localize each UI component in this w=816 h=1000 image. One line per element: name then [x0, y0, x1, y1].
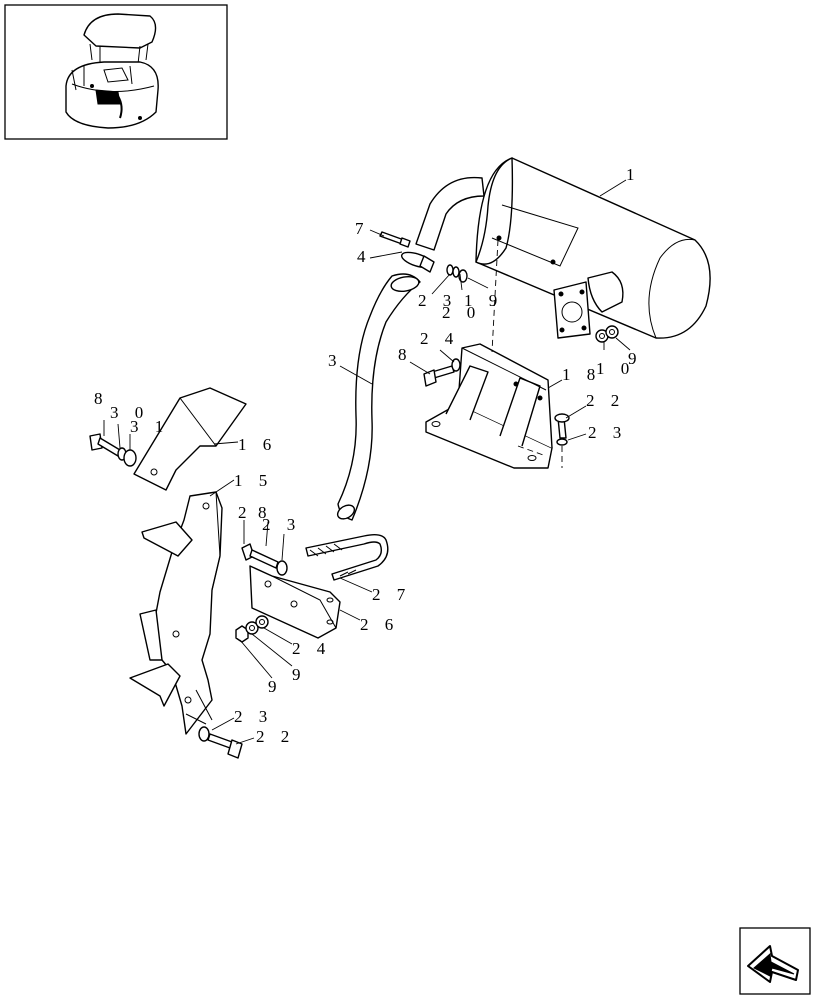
location-thumbnail: [4, 4, 228, 140]
callout-1: 1: [626, 165, 641, 184]
callout-23-right: 2 3: [588, 423, 627, 442]
callout-15: 1 5: [234, 471, 273, 490]
callout-labels: 1 7 4 2 3 1 9 2 0 2 4 3 8 1 8 1 0 9 2 2 …: [94, 165, 643, 746]
callout-20: 2 0: [442, 303, 481, 322]
mount-bracket: [129, 491, 223, 735]
callout-8-top: 8: [398, 345, 413, 364]
bolt-22-top: [554, 413, 570, 446]
callout-2: 2: [238, 503, 253, 522]
nuts-9-24: [235, 615, 269, 643]
washers-9-10: [595, 325, 619, 343]
callout-9-mid: 9: [292, 665, 307, 684]
callout-19: 1 9: [464, 291, 503, 310]
callout-31: 3 1: [130, 417, 169, 436]
leader-lines: [103, 179, 631, 745]
heat-shield: [133, 387, 247, 491]
callout-7: 7: [355, 219, 370, 238]
callout-24-top: 2 4: [420, 329, 459, 348]
callout-23-top: 2 3: [418, 291, 457, 310]
callout-9-low: 9: [268, 677, 283, 696]
callout-27: 2 7: [372, 585, 411, 604]
previous-page-arrow-icon[interactable]: [739, 927, 811, 995]
bolt-28: [241, 543, 288, 576]
bolt-22-bottom: [198, 726, 243, 759]
callout-8-mid: 8: [258, 503, 273, 522]
muffler: [475, 157, 711, 339]
callout-9-right: 9: [628, 349, 643, 368]
callout-8-left: 8: [94, 389, 109, 408]
callout-24-bottom: 2 4: [292, 639, 331, 658]
washers-19-20-23: [446, 264, 468, 283]
flex-pipe: [336, 273, 421, 521]
callout-18: 1 8: [562, 365, 601, 384]
bolt-8-top: [423, 358, 461, 387]
callout-23-bottom: 2 3: [234, 707, 273, 726]
callout-30: 3 0: [110, 403, 149, 422]
callout-4: 4: [357, 247, 372, 266]
callout-16: 1 6: [238, 435, 277, 454]
callout-23-mid: 2 3: [262, 515, 301, 534]
callout-26: 2 6: [360, 615, 399, 634]
hose-clamp: [400, 251, 435, 273]
inlet-elbow: [415, 176, 485, 251]
callout-3: 3: [328, 351, 343, 370]
callout-22-top: 2 2: [586, 391, 625, 410]
clamp-bracket: [249, 565, 341, 639]
bolt-8-left: [89, 433, 137, 467]
u-bolt: [305, 533, 389, 581]
muffler-bracket: [425, 343, 553, 469]
bolt-7: [379, 231, 411, 248]
callout-10: 1 0: [596, 359, 635, 378]
callout-22-bottom: 2 2: [256, 727, 295, 746]
